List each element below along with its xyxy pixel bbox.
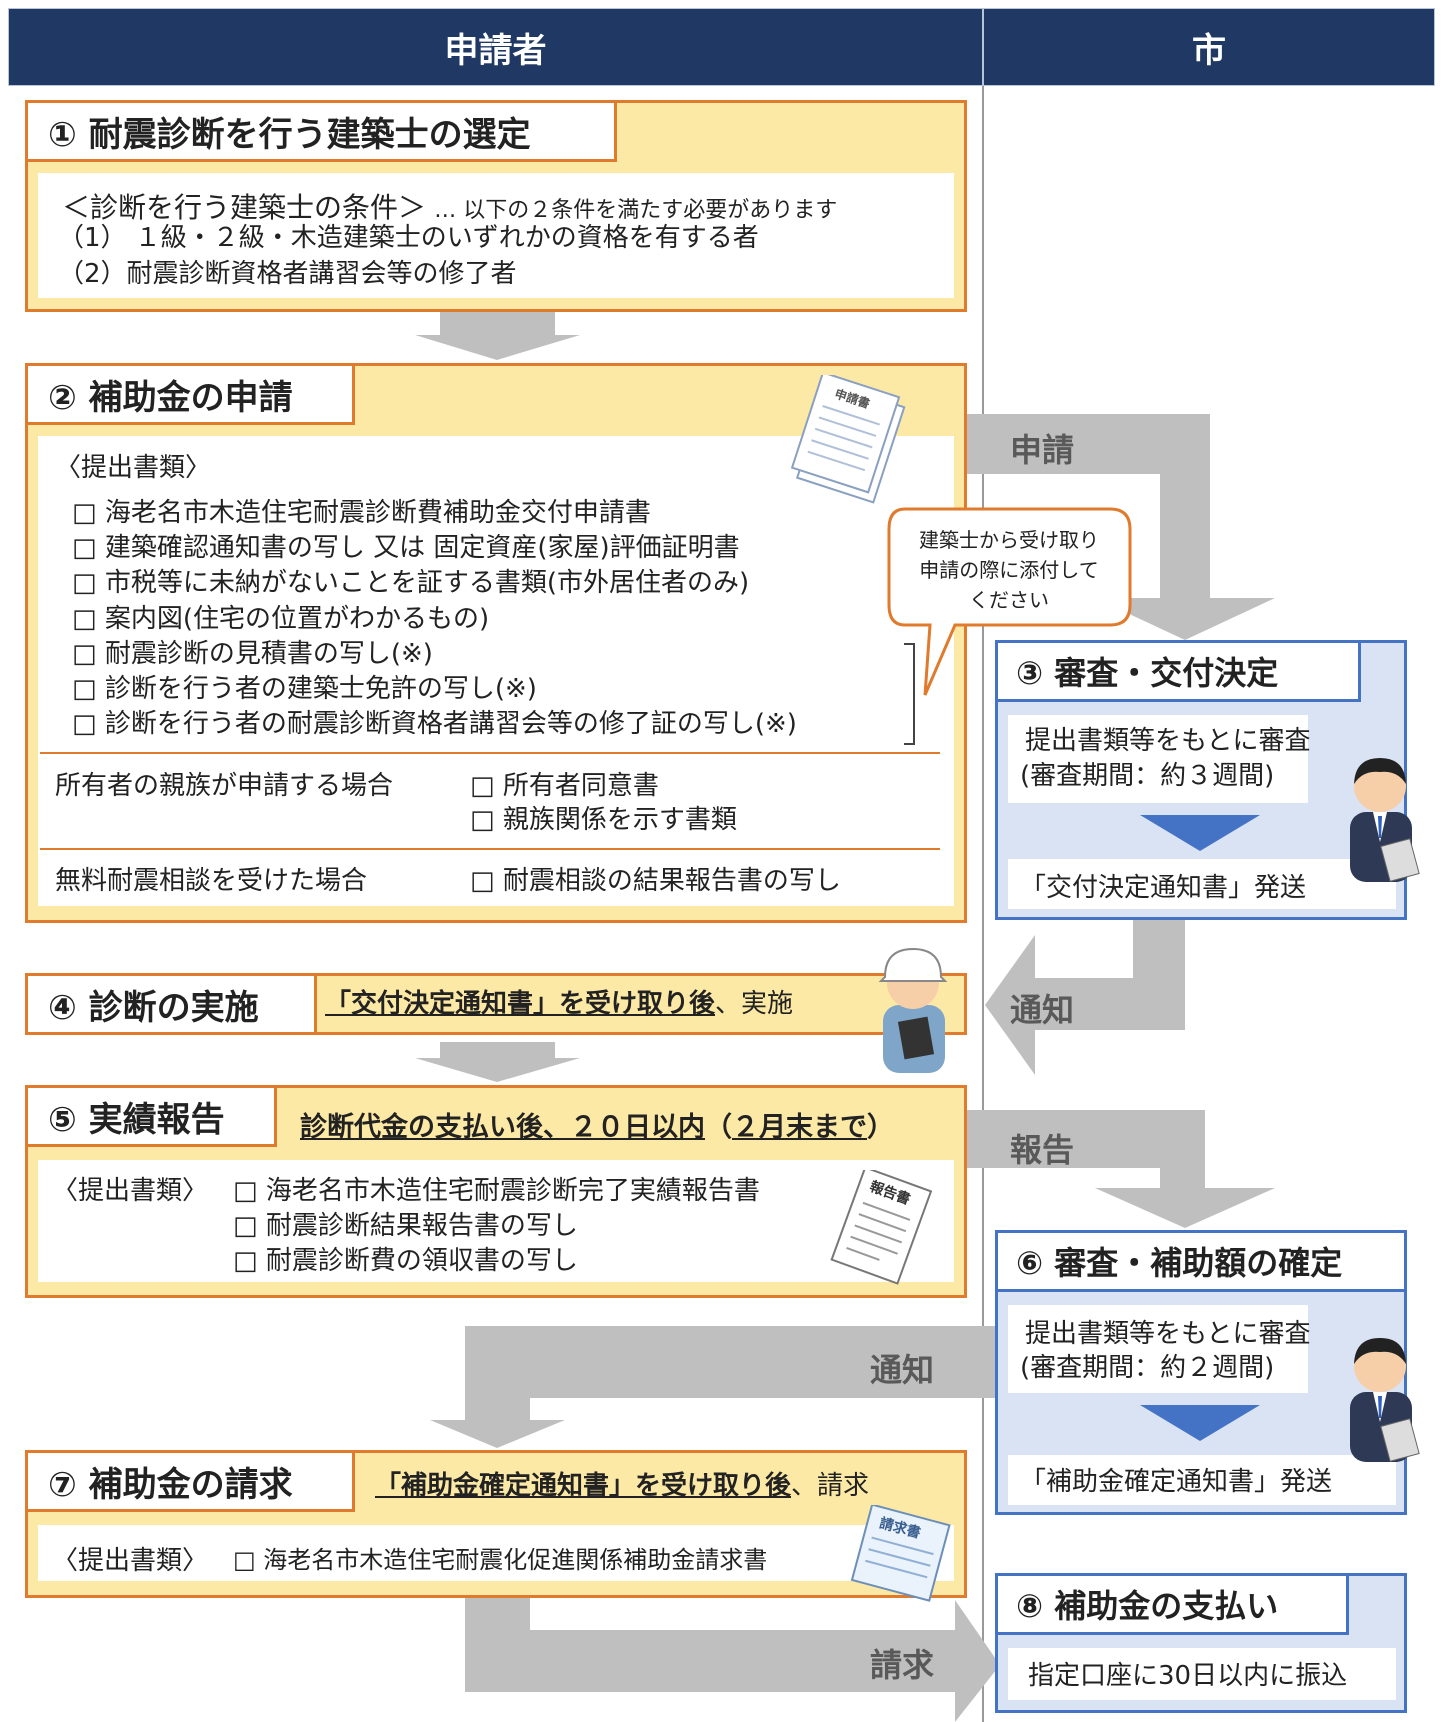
callout-line-1: 建築士から受け取り xyxy=(919,528,1099,552)
step6-result: 「補助金確定通知書」発送 xyxy=(1020,1467,1333,1497)
flow-label-claim: 請求 xyxy=(870,1646,935,1684)
step2-doc-1: □ 海老名市木造住宅耐震診断費補助金交付申請書 xyxy=(72,498,651,528)
step3-title: ③ 審査・交付決定 xyxy=(995,640,1361,702)
step5-note-underlined-1: 診断代金の支払い後、２０日以内 xyxy=(300,1112,705,1143)
officer-icon xyxy=(1350,758,1420,882)
step1-cond-note: … 以下の２条件を満たす必要があります xyxy=(434,198,838,223)
callout-line-3: ください xyxy=(969,588,1049,612)
step2-relative-case: 所有者の親族が申請する場合 xyxy=(55,771,394,801)
step3-line-1: 提出書類等をもとに審査 xyxy=(1025,726,1311,756)
step5-note-underlined-2: ２月末まで xyxy=(732,1112,867,1143)
step4-title: ④ 診断の実施 xyxy=(25,973,317,1035)
step5-doc-2: □ 耐震診断結果報告書の写し xyxy=(233,1211,578,1241)
step7-note-rest: 、請求 xyxy=(791,1471,870,1501)
step5-title: ⑤ 実績報告 xyxy=(25,1085,277,1147)
step4-note: 「交付決定通知書」を受け取り後、実施 xyxy=(325,988,793,1022)
apply-arrow xyxy=(965,414,1275,640)
callout-text: 建築士から受け取り 申請の際に添付して ください xyxy=(890,525,1128,615)
step7-doc: □ 海老名市木造住宅耐震化促進関係補助金請求書 xyxy=(233,1546,768,1574)
step6-down-triangle xyxy=(1140,1405,1260,1441)
step2-doc-6: □ 診断を行う者の建築士免許の写し(※) xyxy=(72,674,537,704)
step2-doc-7: □ 診断を行う者の耐震診断資格者講習会等の修了証の写し(※) xyxy=(72,709,797,739)
step4-note-underlined: 「交付決定通知書」を受け取り後 xyxy=(325,989,716,1019)
step8-text: 指定口座に30日以内に振込 xyxy=(1028,1661,1348,1691)
callout-line-2: 申請の際に添付して xyxy=(919,558,1099,582)
step1-cond1: （1） １級・２級・木造建築士のいずれかの資格を有する者 xyxy=(58,223,759,253)
column-divider xyxy=(982,86,984,1722)
step2-title: ② 補助金の申請 xyxy=(25,363,355,425)
step2-divider-1 xyxy=(40,752,940,754)
notify-arrow-2 xyxy=(430,1326,995,1448)
step4-note-rest: 、実施 xyxy=(715,989,794,1019)
step5-docs-head: 〈提出書類〉 xyxy=(52,1176,209,1206)
down-arrow-1 xyxy=(415,312,580,360)
application-document-icon: 申請書 xyxy=(790,375,906,504)
flow-label-notify-1: 通知 xyxy=(1010,991,1075,1029)
step2-relative-doc-2: □ 親族関係を示す書類 xyxy=(470,805,737,835)
applicant-column-header: 申請者 xyxy=(8,8,983,86)
step7-title: ⑦ 補助金の請求 xyxy=(25,1450,355,1512)
city-column-header: 市 xyxy=(983,8,1435,86)
step2-doc-2: □ 建築確認通知書の写し 又は 固定資産(家屋)評価証明書 xyxy=(72,533,740,563)
claim-document-icon: 請求書 xyxy=(850,1505,951,1602)
step3-down-triangle xyxy=(1140,815,1260,851)
callout-bubble xyxy=(887,507,1132,696)
step2-consult-doc: □ 耐震相談の結果報告書の写し xyxy=(470,866,841,896)
officer-icon-2 xyxy=(1350,1338,1420,1462)
step5-note-close: ） xyxy=(867,1112,894,1143)
flow-label-report: 報告 xyxy=(1010,1131,1075,1169)
notify-arrow-1 xyxy=(985,918,1185,1075)
step7-note-underlined: 「補助金確定通知書」を受け取り後 xyxy=(375,1471,792,1501)
down-arrow-2 xyxy=(415,1042,580,1082)
step6-title: ⑥ 審査・補助額の確定 xyxy=(995,1230,1407,1292)
step2-doc-4: □ 案内図(住宅の位置がわかるもの) xyxy=(72,604,490,634)
step1-cond-head-text: ＜診断を行う建築士の条件＞ xyxy=(62,191,427,224)
step3-result: 「交付決定通知書」発送 xyxy=(1020,873,1307,903)
step2-divider-2 xyxy=(40,848,940,850)
step2-doc-3: □ 市税等に未納がないことを証する書類(市外居住者のみ) xyxy=(72,568,750,598)
step2-consult-case: 無料耐震相談を受けた場合 xyxy=(55,866,368,896)
step1-cond2: （2）耐震診断資格者講習会等の修了者 xyxy=(58,259,517,289)
step5-doc-1: □ 海老名市木造住宅耐震診断完了実績報告書 xyxy=(233,1176,760,1206)
step2-relative-doc-1: □ 所有者同意書 xyxy=(470,771,659,801)
worker-icon xyxy=(878,947,948,1073)
step6-line-2: (審査期間：約２週間) xyxy=(1020,1353,1275,1383)
step7-note: 「補助金確定通知書」を受け取り後、請求 xyxy=(375,1470,869,1504)
step5-note: 診断代金の支払い後、２０日以内（２月末まで） xyxy=(300,1110,894,1145)
step1-title: ① 耐震診断を行う建築士の選定 xyxy=(25,100,617,162)
flow-label-apply: 申請 xyxy=(1010,431,1075,469)
step7-docs-head: 〈提出書類〉 xyxy=(52,1546,209,1576)
report-document-icon: 報告書 xyxy=(830,1170,933,1285)
step8-title: ⑧ 補助金の支払い xyxy=(995,1573,1349,1635)
claim-arrow xyxy=(465,1598,1000,1722)
attachment-bracket xyxy=(904,643,915,745)
step5-doc-3: □ 耐震診断費の領収書の写し xyxy=(233,1246,578,1276)
step1-cond-head: ＜診断を行う建築士の条件＞ … 以下の２条件を満たす必要があります xyxy=(62,190,837,227)
step5-note-open: （ xyxy=(705,1112,732,1143)
step3-line-2: (審査期間：約３週間) xyxy=(1020,761,1275,791)
step6-line-1: 提出書類等をもとに審査 xyxy=(1025,1319,1311,1349)
step2-docs-head: 〈提出書類〉 xyxy=(55,453,212,483)
flow-label-notify-2: 通知 xyxy=(870,1351,935,1389)
step2-doc-5: □ 耐震診断の見積書の写し(※) xyxy=(72,639,433,669)
report-arrow xyxy=(965,1110,1275,1228)
